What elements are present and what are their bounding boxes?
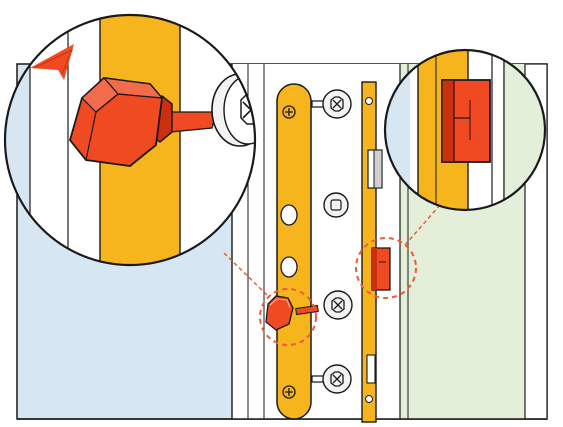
plate-slot-upper — [280, 204, 298, 226]
screw-bottom-icon — [311, 364, 352, 394]
screw-middle-icon — [323, 192, 349, 218]
screw-top-icon — [311, 89, 352, 119]
lock-plate — [276, 83, 312, 420]
latch-zoom-detail — [383, 48, 547, 212]
plate-screw-bottom-icon — [282, 385, 296, 399]
plate-slot-lower — [280, 256, 298, 278]
knob-leader-line — [223, 252, 269, 297]
latch-block-icon — [371, 247, 391, 291]
thumb-turn-knob-icon — [265, 295, 319, 331]
pointer-arrow-icon — [30, 44, 74, 80]
zoom-thumb-turn-knob-icon — [69, 77, 173, 167]
plate-screw-top-icon — [282, 105, 296, 119]
zoom-latch-block-icon — [441, 79, 491, 163]
strike-plate — [361, 81, 383, 423]
knob-zoom-detail — [3, 13, 257, 267]
latch-leader-line — [404, 204, 441, 246]
knob-callout-circle — [259, 288, 317, 346]
latch-callout-circle — [355, 237, 417, 299]
screw-lower-icon — [323, 290, 353, 320]
